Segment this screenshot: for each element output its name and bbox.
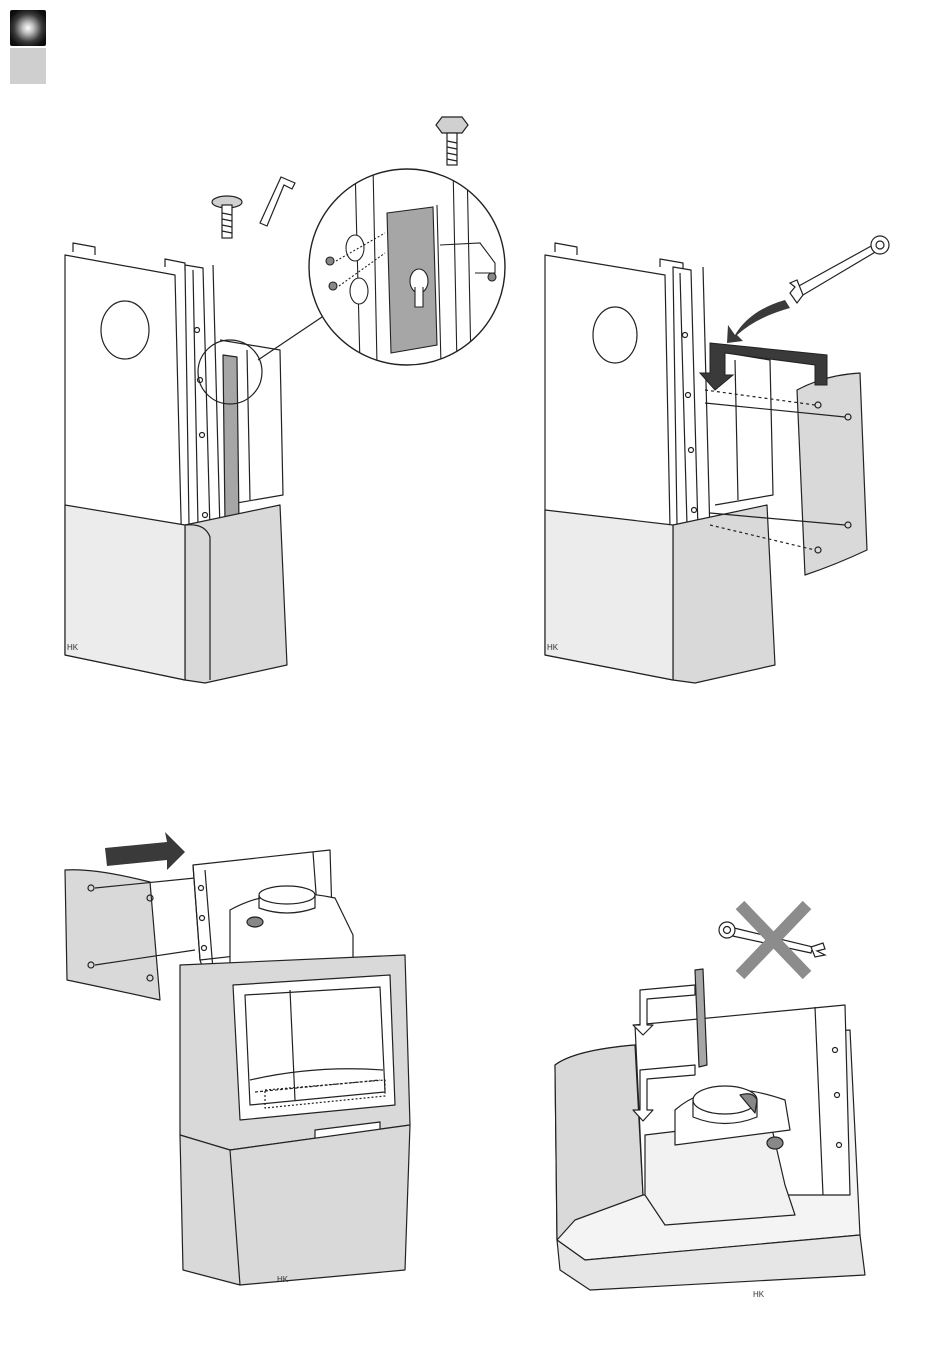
section-tab-inactive (10, 48, 46, 84)
bolt-icon (436, 117, 468, 165)
arrow-icon (727, 300, 790, 343)
figure-marker: HK (753, 1290, 765, 1299)
illustration-step-3: HK (55, 830, 435, 1290)
illustration-step-4: HK (545, 895, 890, 1305)
arrow-icon (700, 343, 827, 390)
figure-marker: HK (547, 643, 559, 652)
figure-marker: HK (67, 643, 79, 652)
arrow-icon (105, 832, 185, 870)
illustration-step-1: HK (55, 105, 515, 695)
figure-step-3: HK (55, 830, 435, 1290)
figure-step-2: HK (535, 225, 915, 700)
figure-marker: HK (277, 1275, 289, 1284)
figure-step-4: HK (545, 895, 890, 1305)
illustration-step-2: HK (535, 225, 915, 700)
figure-step-1: HK (55, 105, 515, 695)
screw-icon (212, 196, 242, 238)
section-tab-active (10, 10, 46, 46)
allen-key-icon (260, 177, 295, 226)
detail-magnified-circle (309, 165, 505, 365)
wrench-icon (790, 236, 889, 303)
